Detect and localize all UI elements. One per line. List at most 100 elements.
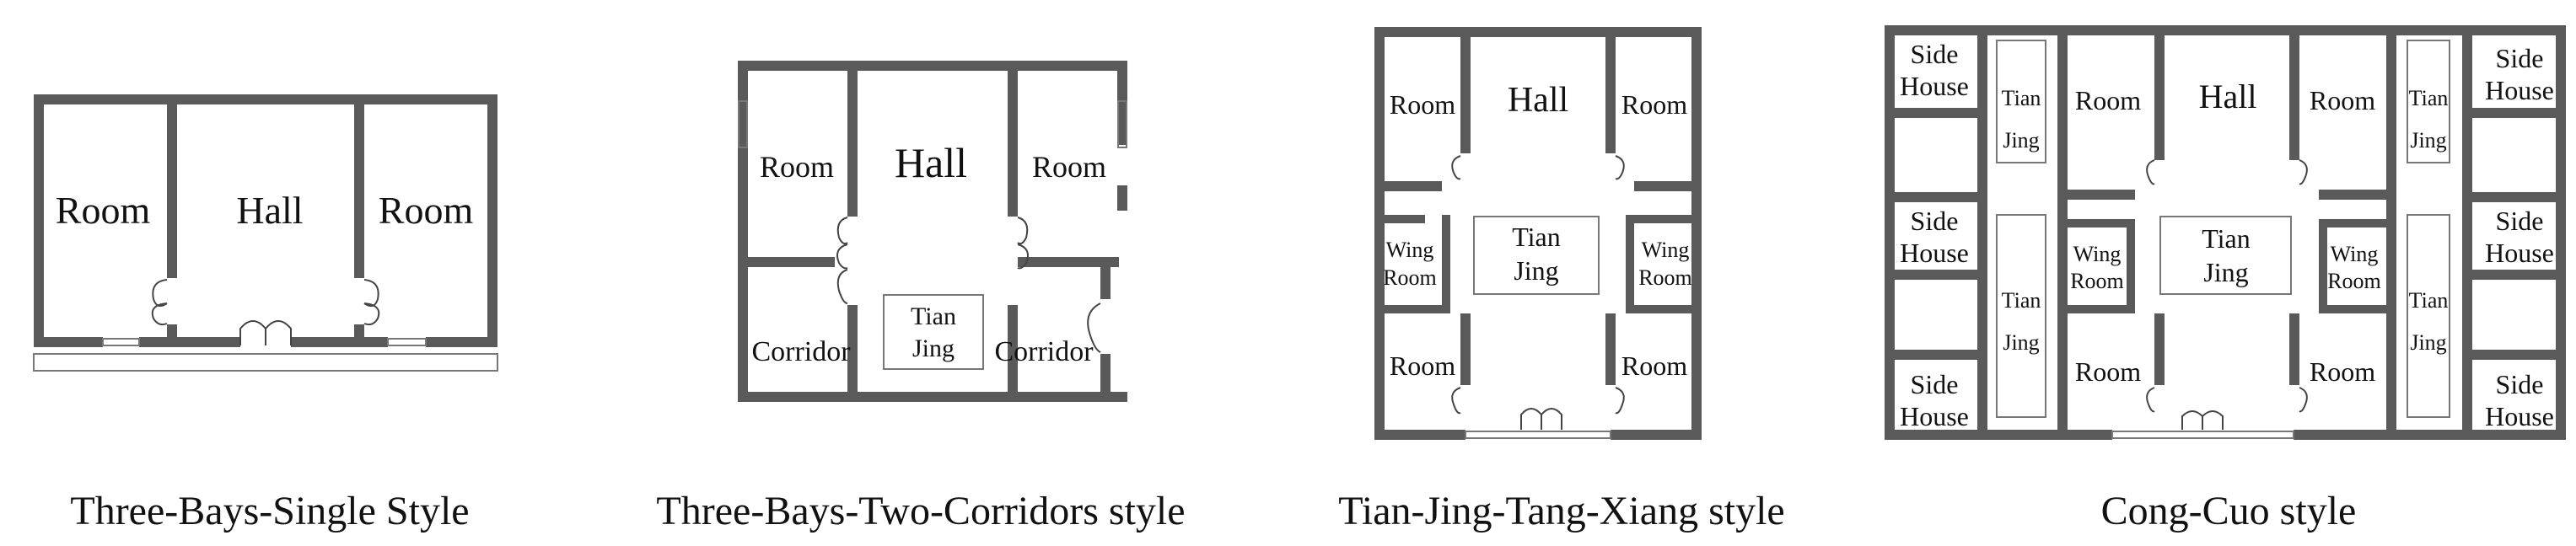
wall — [2127, 219, 2135, 312]
hall-label: Hall — [895, 139, 967, 186]
tianjing-label: Tian — [2409, 288, 2449, 313]
tianjing-label: Jing — [2203, 257, 2248, 287]
side-house-label: House — [1900, 71, 1969, 101]
tianjing-rect — [2407, 40, 2450, 163]
corridor-label: Corridor — [751, 336, 851, 367]
wall — [1691, 27, 1702, 440]
wall — [1374, 27, 1385, 440]
side-house-label: Side — [2496, 43, 2544, 73]
door-icon — [151, 279, 168, 326]
wall — [738, 257, 835, 267]
tianjing-label: Tian — [911, 302, 956, 330]
wall — [1634, 181, 1702, 191]
wall — [2294, 430, 2566, 440]
tianjing-label: Jing — [912, 335, 955, 362]
wing-room-label: Room — [1383, 265, 1437, 290]
door-icon — [1615, 155, 1625, 180]
room-label: Room — [1621, 351, 1687, 381]
hall-label: Hall — [1508, 81, 1568, 120]
room-label: Room — [760, 150, 834, 184]
wing-room-label: Wing — [2331, 242, 2379, 266]
tianjing-rect — [883, 294, 984, 370]
room-label: Room — [2310, 85, 2375, 115]
wall — [1374, 305, 1450, 313]
wall — [167, 324, 177, 347]
side-house-label: Side — [1911, 369, 1959, 399]
wing-room-label: Wing — [2073, 242, 2122, 266]
wall — [2556, 25, 2566, 438]
wall — [738, 61, 748, 398]
wall — [1374, 430, 1465, 440]
wall — [1885, 25, 1895, 438]
door-icon — [2146, 159, 2155, 185]
wall — [1460, 27, 1471, 153]
side-house-label: Side — [2496, 369, 2544, 399]
tianjing-rect — [2407, 214, 2450, 418]
wall — [2057, 25, 2068, 438]
wall — [1885, 350, 1977, 360]
caption-tian-jing-tang-xiang: Tian-Jing-Tang-Xiang style — [1338, 489, 1784, 533]
room-label: Room — [1390, 89, 1455, 120]
wall — [1885, 270, 1977, 280]
wall — [487, 94, 497, 347]
caption-three-bays-single: Three-Bays-Single Style — [70, 489, 469, 533]
tianjing-label: Tian — [2002, 288, 2041, 313]
wall — [1100, 354, 1111, 402]
wall — [2154, 25, 2165, 160]
wall — [1374, 27, 1702, 37]
wall — [738, 61, 1127, 71]
wing-room-label: Room — [2070, 269, 2124, 293]
wall — [426, 337, 497, 347]
wall — [1885, 108, 1977, 118]
window-icon — [738, 100, 748, 148]
door-icon — [1520, 408, 1562, 430]
door-icon — [363, 279, 380, 326]
tianjing-label: Jing — [2410, 128, 2446, 153]
tianjing-label: Jing — [2410, 330, 2446, 355]
wall — [2319, 305, 2386, 313]
wall — [2472, 192, 2565, 202]
window-icon — [387, 338, 427, 346]
tianjing-label: Jing — [2003, 128, 2039, 153]
wall — [2319, 219, 2327, 312]
tianjing-label: Jing — [1514, 255, 1558, 286]
wall — [2319, 190, 2386, 200]
wall — [1634, 215, 1702, 223]
wall — [1374, 181, 1442, 191]
wall — [1018, 257, 1119, 267]
wall — [1442, 215, 1450, 312]
wall — [1374, 215, 1425, 223]
wall — [1626, 305, 1702, 313]
caption-cong-cuo: Cong-Cuo style — [2101, 489, 2357, 533]
plan-line — [2111, 431, 2294, 439]
wall — [2289, 313, 2299, 385]
door-icon — [2181, 410, 2224, 430]
wall — [34, 94, 497, 104]
side-house-label: Side — [1911, 206, 1959, 236]
side-house-label: Side — [2496, 206, 2544, 236]
room-label: Room — [2310, 356, 2375, 387]
wall — [847, 305, 858, 402]
door-icon — [836, 269, 848, 304]
wall — [34, 94, 44, 347]
plan-three-bays-two-corridors: Tian Jing Room Hall Room Corridor Corrid… — [738, 61, 1127, 402]
front-platform — [33, 353, 498, 372]
door-icon — [1451, 387, 1461, 415]
wall — [2319, 219, 2386, 228]
wall — [2472, 350, 2565, 360]
wall — [2289, 25, 2299, 160]
door-icon — [239, 320, 292, 345]
tianjing-label: Tian — [2002, 86, 2041, 110]
wall — [1626, 215, 1634, 312]
wall — [1605, 313, 1616, 385]
caption-three-bays-two-corridors: Three-Bays-Two-Corridors style — [656, 489, 1185, 533]
wall — [2068, 219, 2135, 228]
wall — [1977, 25, 1987, 438]
wall — [1605, 27, 1616, 153]
door-icon — [2299, 159, 2308, 185]
tianjing-label: Jing — [2003, 330, 2039, 355]
tianjing-rect — [1996, 214, 2046, 418]
side-house-label: House — [2485, 75, 2554, 105]
wall — [1117, 61, 1127, 145]
